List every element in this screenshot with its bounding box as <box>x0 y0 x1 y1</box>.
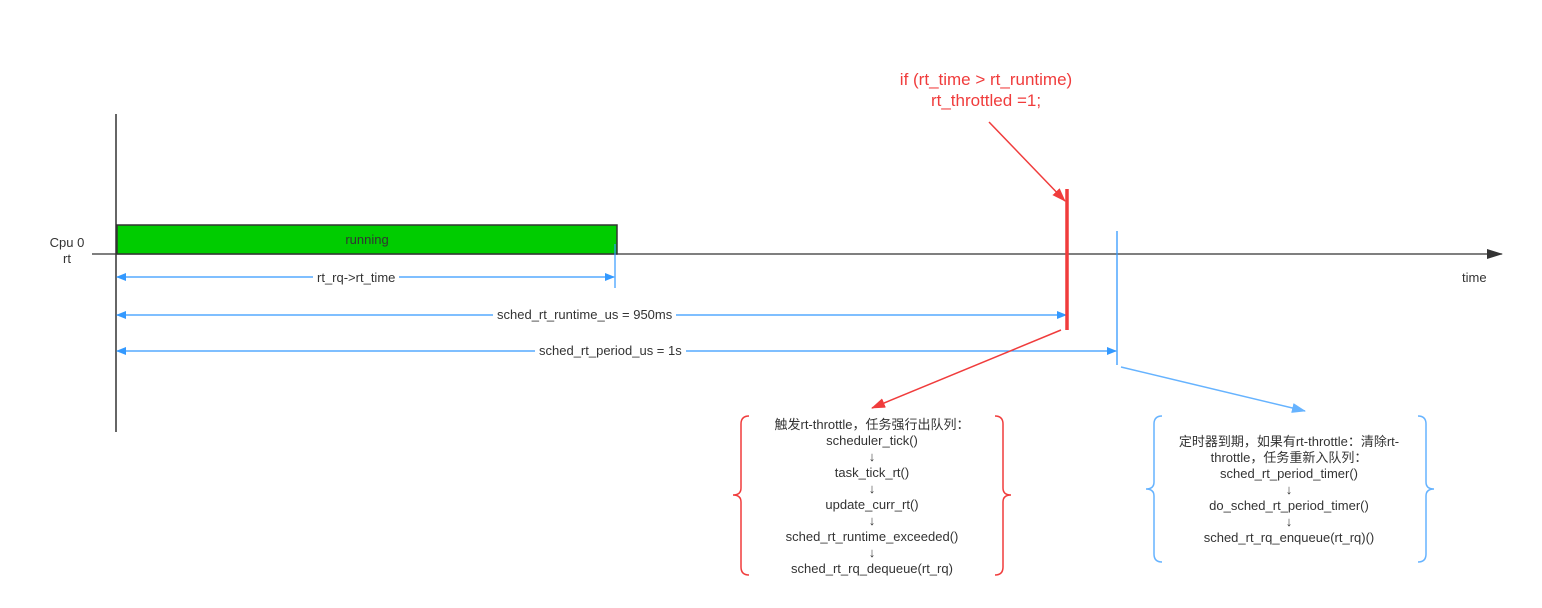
condition-arrow <box>988 121 1066 202</box>
throttle-box-right-brace <box>994 415 1012 576</box>
call-step: do_sched_rt_period_timer() <box>1209 498 1369 513</box>
call-step: sched_rt_rq_enqueue(rt_rq)() <box>1203 530 1375 545</box>
throttle-condition: if (rt_time > rt_runtime) rt_throttled =… <box>866 69 1106 111</box>
down-arrow-icon: ↓ <box>1285 514 1293 529</box>
throttle-box-arrow <box>871 329 1062 409</box>
rt-time-span-label: rt_rq->rt_time <box>313 270 400 285</box>
timer-box-right-brace <box>1417 415 1435 563</box>
throttle-box-left-brace <box>732 415 750 576</box>
down-arrow-icon: ↓ <box>868 481 876 496</box>
call-step: update_curr_rt() <box>825 497 919 512</box>
timer-heading: 定时器到期，如果有rt-throttle：清除rt-throttle，任务重新入… <box>1178 434 1400 465</box>
down-arrow-icon: ↓ <box>868 545 876 560</box>
condition-line1: if (rt_time > rt_runtime) <box>899 70 1073 89</box>
down-arrow-icon: ↓ <box>1285 482 1293 497</box>
period-span-label: sched_rt_period_us = 1s <box>535 343 686 358</box>
time-axis-label: time <box>1462 270 1487 285</box>
timer-call-chain: 定时器到期，如果有rt-throttle：清除rt-throttle，任务重新入… <box>1160 434 1418 546</box>
down-arrow-icon: ↓ <box>868 513 876 528</box>
call-step: scheduler_tick() <box>826 433 918 448</box>
timer-box-left-brace <box>1145 415 1163 563</box>
call-step: sched_rt_rq_dequeue(rt_rq) <box>791 561 953 576</box>
cpu-label-line2: rt <box>63 251 71 266</box>
down-arrow-icon: ↓ <box>868 449 876 464</box>
running-block <box>116 224 618 255</box>
throttle-heading: 触发rt-throttle，任务强行出队列： <box>774 417 970 432</box>
runtime-span-label: sched_rt_runtime_us = 950ms <box>493 307 677 322</box>
timer-box-arrow <box>1120 366 1306 413</box>
throttle-call-chain: 触发rt-throttle，任务强行出队列： scheduler_tick() … <box>752 417 992 577</box>
call-step: sched_rt_runtime_exceeded() <box>785 529 959 544</box>
call-step: sched_rt_period_timer() <box>1219 466 1358 481</box>
cpu-label-line1: Cpu 0 <box>49 235 85 250</box>
cpu-label: Cpu 0 rt <box>38 235 96 267</box>
condition-line2: rt_throttled =1; <box>930 91 1042 110</box>
call-step: task_tick_rt() <box>834 465 910 480</box>
running-label: running <box>345 232 389 247</box>
